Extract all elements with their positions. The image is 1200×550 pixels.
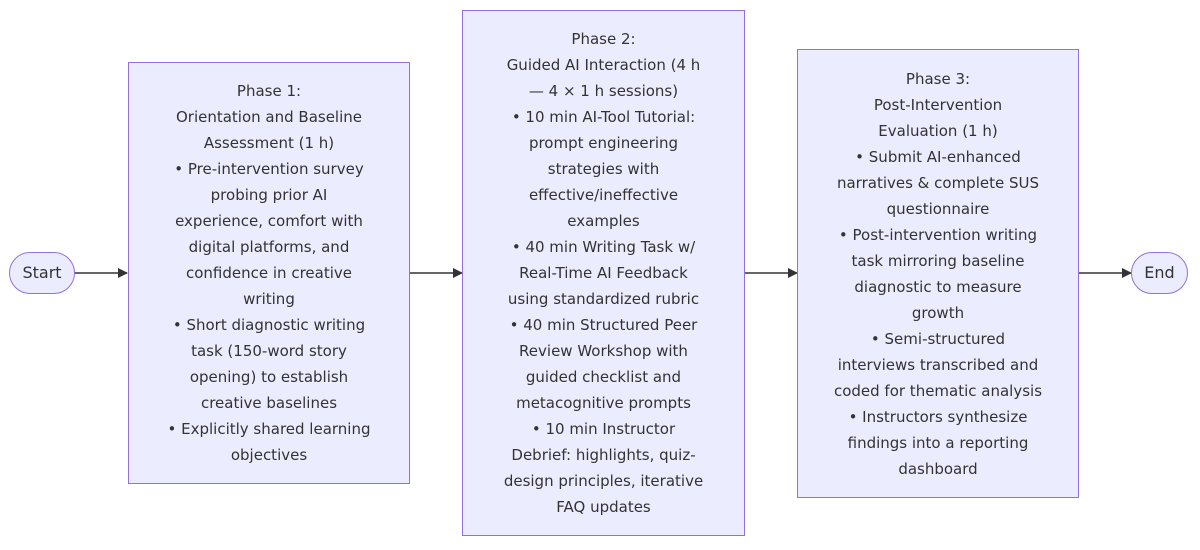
phase-text-line: Review Workshop with [519, 342, 688, 360]
phase-text-line: Debrief: highlights, quiz- [511, 446, 696, 464]
phase-title: Phase 3: [905, 69, 971, 88]
phase-text-line: metacognitive prompts [516, 394, 691, 412]
phase-text-line: • Pre-intervention survey [174, 160, 364, 178]
phase-text-line: • 10 min Instructor [531, 420, 676, 438]
phase-text-line: confidence in creative [186, 264, 352, 282]
phase-text-line: strategies with [547, 160, 660, 178]
phase-text-line: using standardized rubric [507, 290, 700, 308]
phase-text-line: effective/ineffective [528, 186, 679, 204]
phase-text-line: • Explicitly shared learning [167, 420, 371, 438]
phase-2-node: Phase 2: Guided AI Interaction (4 h — 4 × … [462, 10, 745, 536]
phase-text-line: Orientation and Baseline [175, 108, 363, 126]
phase-text-line: • Post-intervention writing [838, 225, 1038, 244]
phase-text-line: probing prior AI [210, 186, 328, 204]
phase-text-line: growth [911, 303, 965, 322]
phase-text-line: Evaluation (1 h) [878, 121, 998, 140]
phase-text-line: objectives [230, 446, 308, 464]
start-node-label: Start [22, 263, 62, 282]
phase-text-line: Guided AI Interaction (4 h [506, 56, 701, 74]
phase-text-line: • 10 min AI-Tool Tutorial: [511, 108, 696, 126]
phase-text-line: task (150-word story [191, 342, 347, 360]
phase-text-line: interviews transcribed and [837, 355, 1039, 374]
phase-text-line: digital platforms, and [188, 238, 350, 256]
phase-text-line: FAQ updates [556, 498, 651, 516]
phase-text-line: design principles, iterative [503, 472, 704, 490]
phase-text-line: questionnaire [886, 199, 990, 218]
phase-text-line: — 4 × 1 h sessions) [528, 82, 679, 100]
phase-text-line: • Instructors synthesize [848, 407, 1028, 426]
phase-text-line: narratives & complete SUS [836, 173, 1040, 192]
phase-text-line: task mirroring baseline [851, 251, 1025, 270]
phase-title: Phase 2: [571, 30, 636, 48]
phase-text-line: diagnostic to measure [854, 277, 1022, 296]
phase-text-line: opening) to establish [189, 368, 349, 386]
phase-text-line: • 40 min Writing Task w/ [511, 238, 696, 256]
phase-text-line: • Semi-structured [870, 329, 1006, 348]
phase-text-line: • Short diagnostic writing [172, 316, 366, 334]
phase-text-line: prompt engineering [528, 134, 679, 152]
phase-text-line: dashboard [898, 459, 978, 478]
phase-text-line: • 40 min Structured Peer [509, 316, 698, 334]
phase-text-line: guided checklist and [525, 368, 682, 386]
end-node: End [1131, 252, 1188, 294]
phase-text-line: findings into a reporting [847, 433, 1029, 452]
phase-text-line: coded for thematic analysis [833, 381, 1043, 400]
phase-text-line: Post-Intervention [873, 95, 1003, 114]
phase-text-line: Assessment (1 h) [203, 134, 335, 152]
start-node: Start [9, 252, 75, 294]
phase-title: Phase 1: [236, 82, 302, 100]
end-node-label: End [1144, 263, 1175, 282]
phase-text-line: creative baselines [200, 394, 338, 412]
phase-text-line: Real-Time AI Feedback [519, 264, 688, 282]
phase-text-line: experience, comfort with [175, 212, 363, 230]
phase-text-line: examples [567, 212, 640, 230]
phase-text-line: • Submit AI-enhanced [855, 147, 1021, 166]
phase-text-line: writing [243, 290, 295, 308]
